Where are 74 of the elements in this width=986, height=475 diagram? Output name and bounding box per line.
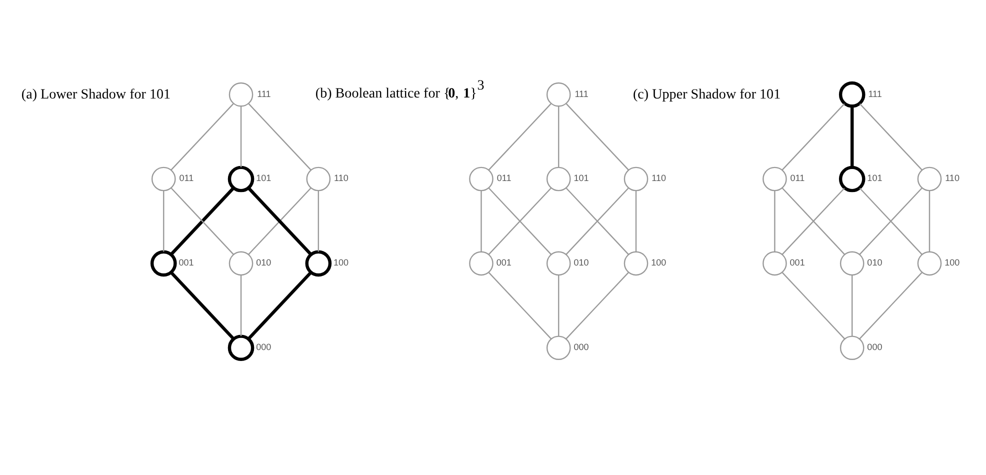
node-circle bbox=[838, 81, 865, 108]
node-label: 110 bbox=[651, 173, 666, 184]
node-circle bbox=[546, 336, 570, 360]
node-label: 100 bbox=[332, 258, 348, 268]
node-label: 010 bbox=[866, 258, 882, 268]
node-circle bbox=[546, 251, 570, 276]
connector bbox=[488, 272, 552, 340]
node-circle bbox=[227, 334, 254, 362]
node-circle bbox=[150, 250, 176, 277]
label: (a) Lower Shadow for 101 bbox=[20, 86, 170, 102]
node-circle bbox=[228, 251, 253, 276]
node-circle bbox=[762, 166, 786, 192]
node-circle bbox=[916, 251, 942, 276]
connector bbox=[928, 190, 930, 252]
node-label: 001 bbox=[178, 258, 194, 268]
node-circle bbox=[304, 250, 332, 277]
node-circle bbox=[623, 251, 648, 276]
node-label: 100 bbox=[650, 258, 666, 268]
connector bbox=[634, 190, 636, 252]
node-label: 010 bbox=[573, 258, 588, 268]
node-circle bbox=[546, 166, 570, 192]
node-circle bbox=[762, 251, 786, 276]
node-label: 000 bbox=[256, 342, 271, 352]
connector bbox=[170, 272, 234, 340]
connector bbox=[488, 103, 551, 171]
node-circle bbox=[839, 251, 864, 276]
connector bbox=[565, 272, 628, 340]
node-circle bbox=[227, 166, 254, 192]
connector bbox=[558, 275, 559, 336]
node-label: 011 bbox=[178, 173, 194, 184]
node-label: 011 bbox=[790, 173, 804, 184]
connector bbox=[240, 275, 242, 336]
label: (c) Upper Shadow for 101 bbox=[632, 86, 780, 102]
node-circle bbox=[546, 82, 570, 107]
node-circle bbox=[623, 166, 648, 192]
node-circle bbox=[150, 166, 176, 192]
connector bbox=[851, 275, 852, 336]
connector bbox=[858, 272, 922, 340]
node-label: 111 bbox=[574, 88, 588, 99]
connector bbox=[246, 272, 312, 340]
node-label: 111 bbox=[868, 88, 882, 99]
connector bbox=[565, 103, 629, 171]
node-circle bbox=[306, 166, 330, 192]
connector bbox=[480, 190, 482, 252]
connector bbox=[162, 190, 164, 252]
node-label: 000 bbox=[866, 342, 882, 352]
node-circle bbox=[916, 166, 942, 192]
node-label: 011 bbox=[496, 173, 511, 184]
node-label: 110 bbox=[944, 173, 959, 184]
connector bbox=[774, 190, 775, 252]
node-label: 000 bbox=[573, 342, 588, 352]
node-label: 010 bbox=[256, 258, 271, 268]
connector bbox=[170, 103, 234, 171]
connector bbox=[781, 103, 844, 171]
node-label: 101 bbox=[256, 173, 271, 184]
node-circle bbox=[468, 251, 493, 276]
connector bbox=[248, 103, 311, 171]
node-label: 001 bbox=[496, 258, 511, 268]
connector bbox=[782, 272, 845, 340]
node-label: 100 bbox=[944, 258, 960, 268]
node-label: 101 bbox=[866, 173, 882, 184]
connector bbox=[317, 190, 319, 252]
node-circle bbox=[228, 82, 253, 107]
node-label: 001 bbox=[789, 258, 804, 268]
node-label: 111 bbox=[256, 88, 270, 99]
node-label: 101 bbox=[573, 173, 588, 184]
connector bbox=[240, 106, 242, 168]
connector bbox=[558, 106, 559, 168]
node-circle bbox=[468, 166, 493, 192]
node-circle bbox=[838, 166, 865, 192]
node-label: 110 bbox=[333, 173, 348, 184]
connector bbox=[850, 106, 854, 168]
node-circle bbox=[839, 336, 864, 360]
connector bbox=[858, 103, 922, 171]
